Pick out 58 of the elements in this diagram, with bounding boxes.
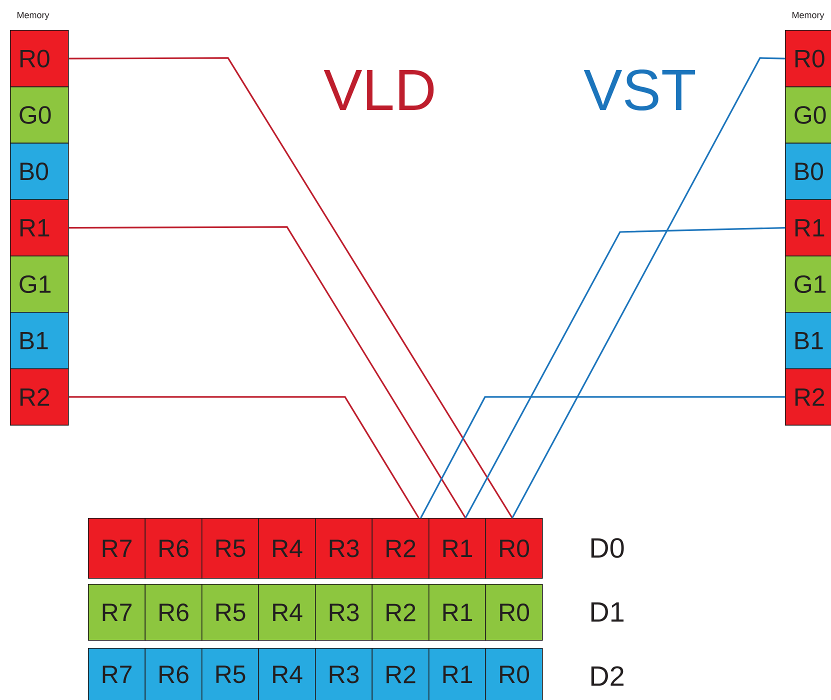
memory-cell: R3 xyxy=(315,518,373,579)
memory-cell: R0 xyxy=(10,30,69,88)
memory-cell: R0 xyxy=(785,30,831,88)
memory-cell: R4 xyxy=(258,518,316,579)
node-label: R1 xyxy=(443,666,472,683)
operation-label: VST xyxy=(584,69,696,111)
memory-cell: R5 xyxy=(202,648,260,700)
memory-cell: G1 xyxy=(785,256,831,313)
memory-label: Memory xyxy=(18,12,50,20)
register-label: D1 xyxy=(591,602,624,622)
memory-cell: R6 xyxy=(144,648,202,700)
memory-cell: R2 xyxy=(372,648,430,700)
memory-cell: G0 xyxy=(10,86,69,144)
connector-line xyxy=(68,226,466,518)
memory-cell: B1 xyxy=(10,312,69,370)
memory-cell: B0 xyxy=(10,142,69,200)
memory-cell: R5 xyxy=(202,584,260,641)
node-label: R7 xyxy=(102,666,132,683)
connector-line xyxy=(68,57,513,518)
memory-cell: R0 xyxy=(485,518,543,579)
memory-label: Memory xyxy=(792,12,824,20)
memory-cell: R6 xyxy=(144,584,202,641)
node-label: R3 xyxy=(330,666,359,684)
node-label: R5 xyxy=(216,666,246,684)
connector-line xyxy=(68,396,420,518)
connector-line xyxy=(420,396,785,518)
memory-cell: R0 xyxy=(485,648,543,700)
memory-cell: R1 xyxy=(428,584,486,641)
memory-cell: R1 xyxy=(428,648,486,700)
memory-cell: B0 xyxy=(785,142,831,200)
node-label: R4 xyxy=(273,666,302,683)
memory-cell: G0 xyxy=(785,86,831,144)
memory-cell: R4 xyxy=(258,648,316,700)
memory-cell: B1 xyxy=(785,312,831,370)
memory-cell: R2 xyxy=(785,368,831,426)
register-label: D0 xyxy=(591,538,624,558)
node-label: R6 xyxy=(160,666,188,684)
node-label: R2 xyxy=(386,666,416,684)
memory-cell: R7 xyxy=(88,584,146,641)
memory-cell: R1 xyxy=(428,518,486,579)
memory-cell: R3 xyxy=(315,648,373,700)
memory-cell: R6 xyxy=(144,518,202,579)
memory-cell: R0 xyxy=(485,584,543,641)
memory-cell: R2 xyxy=(372,584,430,641)
memory-cell: G1 xyxy=(10,256,69,313)
connector-line xyxy=(464,226,786,518)
memory-cell: R5 xyxy=(202,518,260,579)
memory-cell: R1 xyxy=(10,199,69,256)
register-label: D2 xyxy=(591,666,624,686)
memory-cell: R7 xyxy=(88,518,146,579)
memory-cell: R1 xyxy=(785,199,831,256)
memory-cell: R2 xyxy=(10,368,69,426)
memory-cell: R2 xyxy=(372,518,430,579)
operation-label: VLD xyxy=(324,70,434,110)
connector-line xyxy=(512,57,786,518)
memory-cell: R3 xyxy=(315,584,373,641)
memory-cell: R4 xyxy=(258,584,316,641)
memory-cell: R7 xyxy=(88,648,146,700)
